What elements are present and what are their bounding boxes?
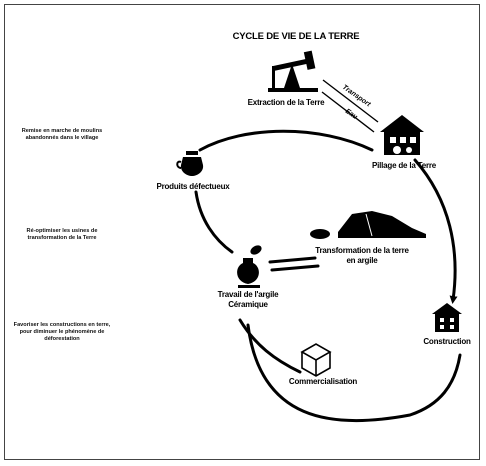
side-note-usines: Ré-optimiser les usines de transformatio… [26,228,98,241]
side-note-constructions: Favoriser les constructions en terre, po… [13,322,111,342]
vase-icon [237,245,262,288]
earth-mound-icon [310,211,426,239]
house-damage-icon [380,115,424,155]
side-note-moulins: Remise en marche de moulins abandonnés d… [21,128,103,141]
box-icon [300,343,332,377]
pot-icon [176,151,204,176]
link-transformation-travail-b [270,264,320,272]
link-transformation-travail-a [268,256,317,264]
arc-pillage-to-construction [413,158,458,304]
pumpjack-icon [268,50,318,92]
node-label-produits: Produits défectueux [156,182,230,191]
diagram-frame [4,4,480,460]
node-label-construction: Construction [423,337,471,346]
diagram-title: CYCLE DE VIE DE LA TERRE [232,31,360,42]
node-label-extraction: Extraction de la Terre [247,98,325,107]
building-icon [432,303,462,332]
arc-travail-to-commercialisation [238,318,302,374]
arc-travail-to-construction [246,323,462,423]
arc-produits-to-travail [194,190,234,254]
link-extraction-pillage-2 [321,91,375,133]
node-label-transformation: Transformation de la terre en argile [315,246,409,265]
link-extraction-pillage-1 [322,79,379,123]
node-label-travail: Travail de l'argile Céramique [217,290,279,309]
arc-pillage-to-produits [198,129,374,152]
node-label-pillage: Pillage de la Terre [371,161,437,170]
node-label-commercialisation: Commercialisation [288,377,358,386]
